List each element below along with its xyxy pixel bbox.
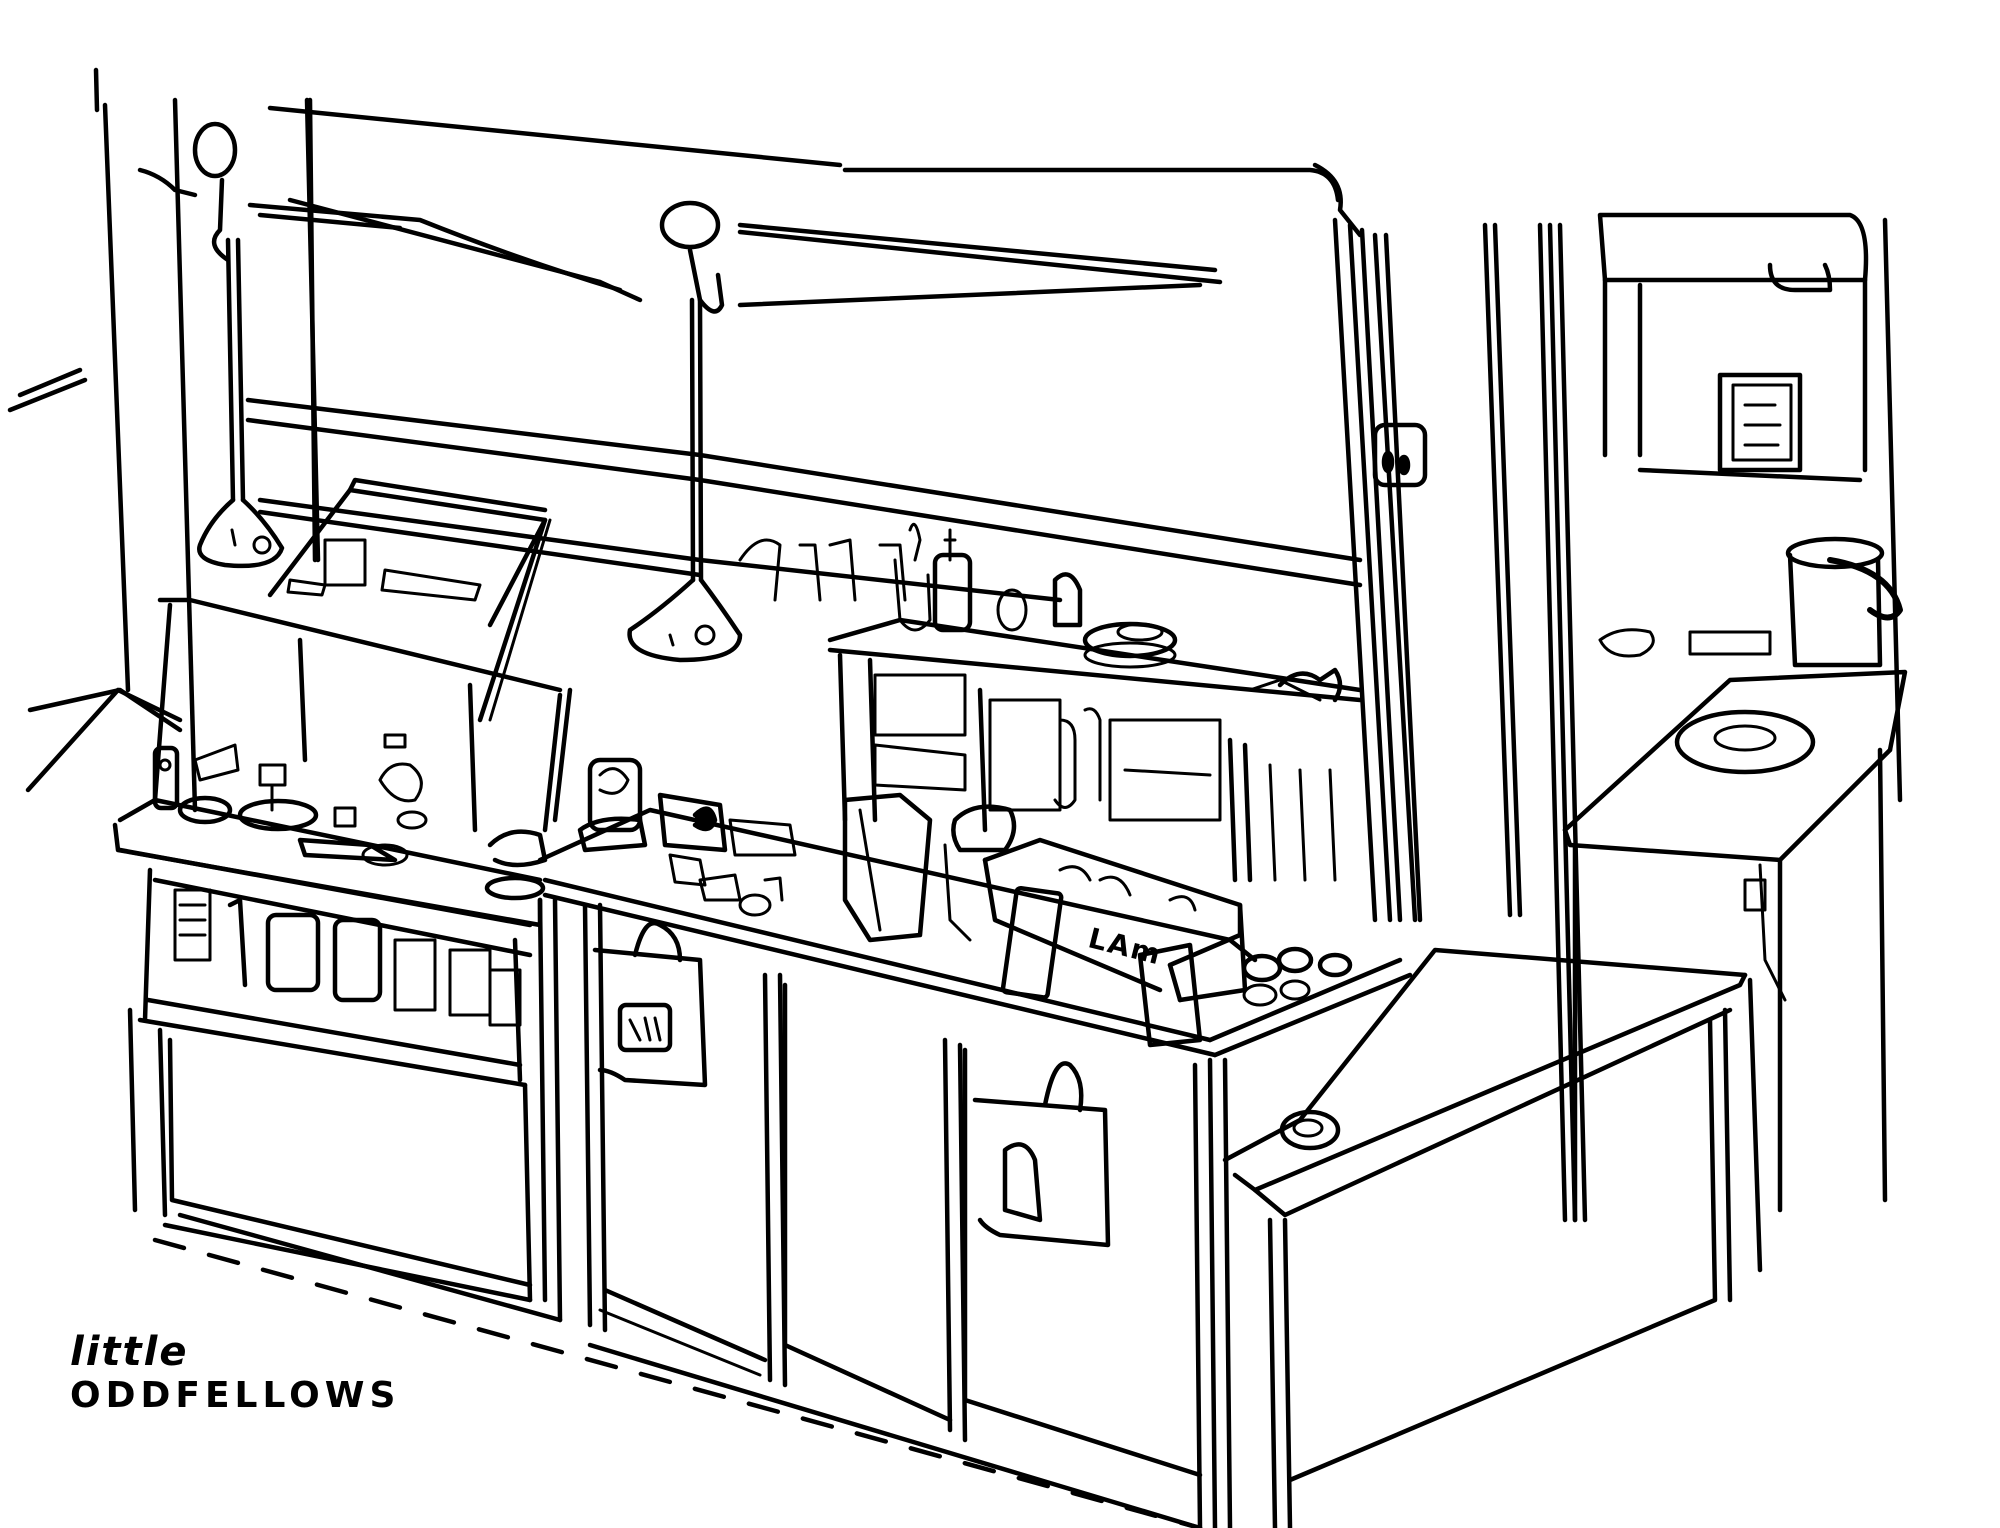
menu-board <box>267 477 552 723</box>
pendant-lamp-center <box>627 200 743 663</box>
framed-sign <box>1717 372 1803 473</box>
wall-pillar <box>1332 217 1428 923</box>
doorway <box>1482 212 1903 1223</box>
right-front-counter <box>1222 947 1763 1528</box>
back-cabinet <box>827 617 1363 883</box>
left-counter <box>112 597 573 1323</box>
floor-lines <box>152 1212 1203 1528</box>
ceiling-track <box>137 105 1363 308</box>
caption-line-1: little <box>70 1329 189 1375</box>
rear-side-counter <box>1562 628 1908 1223</box>
pendant-lamp-left <box>192 121 285 569</box>
kettle <box>1785 536 1903 668</box>
center-counter <box>537 757 1413 1528</box>
back-shelf-items <box>738 522 1343 703</box>
back-wall-shelf <box>245 97 1363 603</box>
caption-line-2: ODDFELLOWS <box>70 1375 401 1416</box>
artist-caption: little ODDFELLOWS <box>70 1330 400 1418</box>
